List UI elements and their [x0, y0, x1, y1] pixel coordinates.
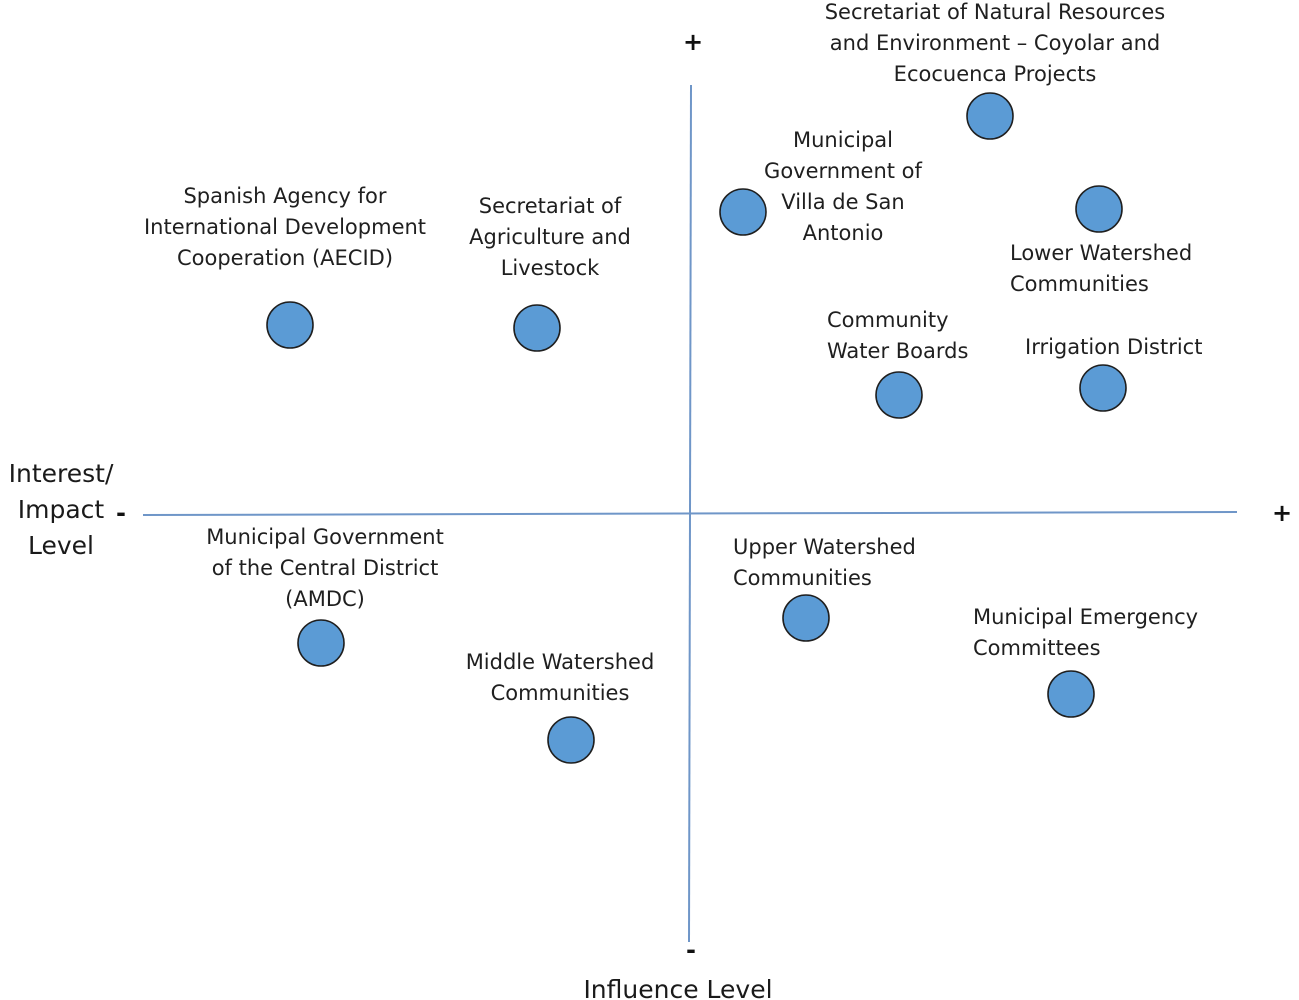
label-line: Water Boards — [827, 339, 969, 363]
label-line: Secretariat of Natural Resources — [824, 0, 1166, 24]
label-line: Spanish Agency for — [183, 184, 387, 208]
aecid-node — [266, 301, 314, 349]
water-node — [875, 371, 923, 419]
interest-impact-axis-title: Interest/ Impact Level — [0, 456, 122, 564]
level-title-line: Level — [28, 531, 94, 560]
label-line: Committees — [973, 636, 1101, 660]
aecid-label: Spanish Agency for International Develop… — [135, 181, 435, 274]
label-line: Lower Watershed — [1010, 241, 1193, 265]
label-line: Municipal Emergency — [973, 605, 1199, 629]
label-line: Secretariat of — [478, 194, 622, 218]
label-line: Upper Watershed — [733, 535, 916, 559]
label-line: Livestock — [500, 256, 600, 280]
sag-node — [513, 304, 561, 352]
serna-node — [966, 92, 1014, 140]
label-line: Community — [827, 308, 949, 332]
community-water-boards-label: Community Water Boards — [827, 305, 997, 367]
label-line: Middle Watershed — [465, 650, 655, 674]
amdc-node — [297, 619, 345, 667]
label-line: Municipal Government — [206, 525, 444, 549]
label-line: Agriculture and — [469, 225, 631, 249]
label-line: Communities — [490, 681, 630, 705]
middle-watershed-label: Middle Watershed Communities — [450, 647, 670, 709]
upper-node — [782, 594, 830, 642]
label-line: Communities — [1010, 272, 1149, 296]
irrig-node — [1079, 364, 1127, 412]
label-line: Antonio — [802, 221, 884, 245]
label-line: Municipal — [793, 128, 893, 152]
influence-axis-title: Influence Level — [583, 975, 773, 1000]
label-line: Villa de San — [781, 190, 905, 214]
label-line: Ecocuenca Projects — [893, 62, 1097, 86]
horizontal-axis-plus-sign: + — [1272, 499, 1293, 527]
impact-title-line: Impact — [17, 495, 105, 524]
emerg-node — [1047, 670, 1095, 718]
villa-node — [719, 188, 767, 236]
label-line: of the Central District — [211, 556, 439, 580]
label-line: (AMDC) — [285, 587, 365, 611]
lower-watershed-label: Lower Watershed Communities — [1010, 238, 1220, 300]
interest-title-line: Interest/ — [8, 459, 114, 488]
amdc-label: Municipal Government of the Central Dist… — [190, 522, 460, 615]
vertical-axis-minus-sign: - — [686, 936, 696, 964]
label-line: Government of — [764, 159, 922, 183]
agriculture-label: Secretariat of Agriculture and Livestock — [450, 191, 650, 284]
middle-node — [547, 716, 595, 764]
irrigation-district-label: Irrigation District — [1025, 332, 1225, 363]
horizontal-axis-minus-sign: - — [116, 499, 126, 527]
upper-watershed-label: Upper Watershed Communities — [733, 532, 933, 594]
label-line: and Environment – Coyolar and — [829, 31, 1161, 55]
villa-de-san-antonio-label: Municipal Government of Villa de San Ant… — [748, 125, 938, 249]
label-line: International Development — [143, 215, 427, 239]
vertical-axis-plus-sign: + — [683, 28, 704, 56]
emergency-committees-label: Municipal Emergency Committees — [973, 602, 1213, 664]
lower-node — [1075, 185, 1123, 233]
natural-resources-label: Secretariat of Natural Resources and Env… — [800, 0, 1190, 90]
label-line: Communities — [733, 566, 872, 590]
horizontal-axis-line — [142, 511, 1238, 516]
label-line: Irrigation District — [1025, 335, 1203, 359]
label-line: Cooperation (AECID) — [176, 246, 394, 270]
